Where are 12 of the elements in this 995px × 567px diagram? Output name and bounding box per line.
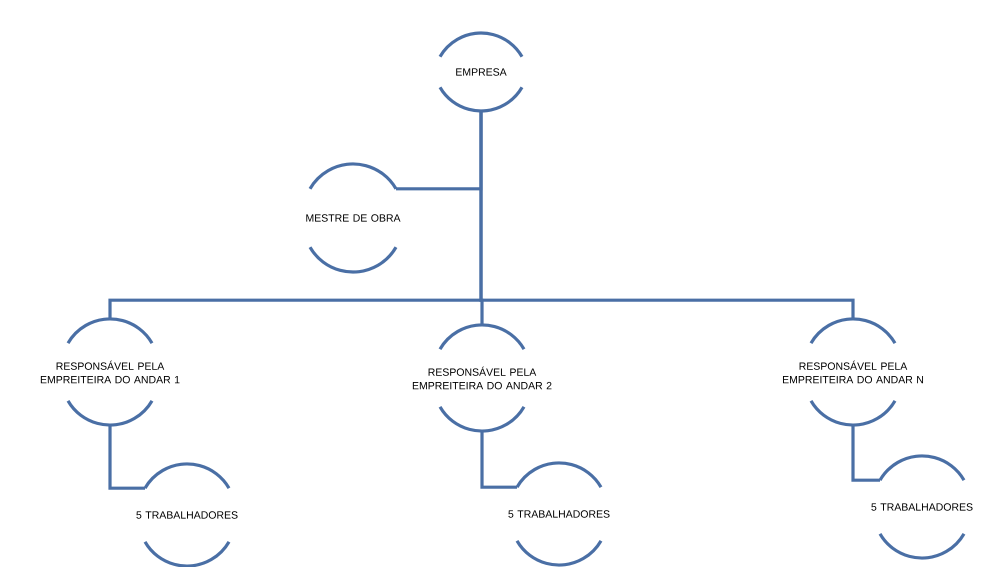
connector-line [480,431,517,489]
arc-node: 5 TRABALHADORES [871,454,973,560]
arc-node: RESPONSÁVEL PELA EMPREITEIRA DO ANDAR 1 [40,317,180,427]
arc-node: 5 TRABALHADORES [136,462,238,567]
arc-node: RESPONSÁVEL PELA EMPREITEIRA DO ANDAR N [782,317,924,427]
connector-line [851,425,880,482]
arc-node: RESPONSÁVEL PELA EMPREITEIRA DO ANDAR 2 [412,323,552,433]
connector-line [108,425,146,490]
arc-node: 5 TRABALHADORES [508,461,610,567]
connector-line [479,111,855,319]
arc-node: EMPRESA [438,31,524,113]
arc-node: MESTRE DE OBRA [306,162,401,274]
